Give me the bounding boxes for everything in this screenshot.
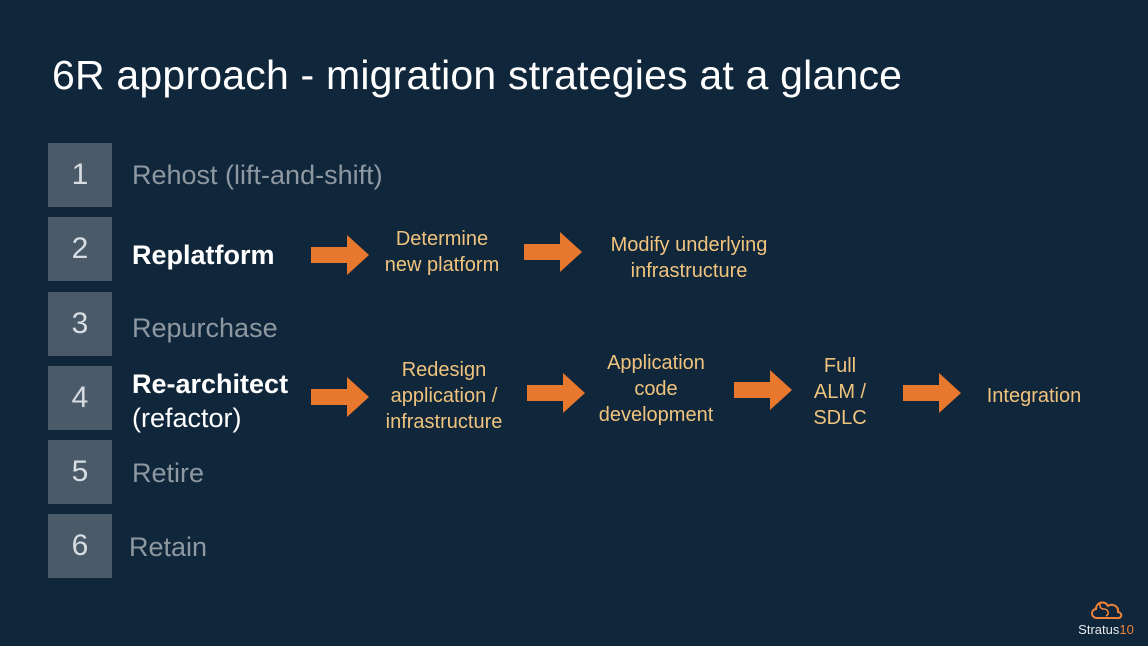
- rearchitect-step-line: infrastructure: [385, 411, 503, 433]
- strategy-number-1: 1: [48, 143, 112, 207]
- strategy-label-retain: Retain: [129, 532, 208, 562]
- flow-arrow-icon: [311, 377, 369, 417]
- logo-text-accent: 10: [1119, 622, 1134, 637]
- rearchitect-step-line: Application: [607, 352, 705, 374]
- rearchitect-step-line: Integration: [986, 385, 1082, 407]
- strategy-number-6: 6: [48, 514, 112, 578]
- rearchitect-step-1: Redesign application / infrastructure: [371, 357, 517, 435]
- rearchitect-step-line: Redesign: [401, 359, 487, 381]
- strategy-label-rearchitect: Re-architect (refactor): [132, 367, 288, 435]
- strategy-label-rearchitect-sub: (refactor): [132, 403, 242, 433]
- rearchitect-step-line: ALM /: [813, 381, 867, 403]
- strategy-label-retire: Retire: [132, 458, 205, 488]
- flow-arrow-icon: [734, 370, 792, 410]
- rearchitect-step-line: code: [634, 378, 678, 400]
- strategy-label-rearchitect-main: Re-architect: [132, 369, 289, 399]
- strategy-number-3: 3: [48, 292, 112, 356]
- rearchitect-step-4: Integration: [974, 383, 1094, 409]
- slide-title: 6R approach - migration strategies at a …: [52, 52, 903, 98]
- replatform-step-line: new platform: [384, 254, 500, 276]
- strategy-number-5: 5: [48, 440, 112, 504]
- strategy-label-rehost: Rehost (lift-and-shift): [132, 160, 383, 190]
- replatform-step-1: Determine new platform: [372, 226, 512, 278]
- replatform-step-line: Determine: [395, 228, 489, 250]
- logo-wordmark: Stratus10: [1070, 622, 1142, 637]
- flow-arrow-icon: [527, 373, 585, 413]
- strategy-number-4: 4: [48, 366, 112, 430]
- rearchitect-step-2: Application code development: [586, 350, 726, 428]
- stratus10-logo: Stratus10: [1070, 596, 1142, 642]
- replatform-step-line: Modify underlying: [610, 234, 768, 256]
- flow-arrow-icon: [524, 232, 582, 272]
- rearchitect-step-line: Full: [823, 355, 857, 377]
- flow-arrow-icon: [311, 235, 369, 275]
- strategy-label-replatform: Replatform: [132, 240, 275, 270]
- replatform-step-2: Modify underlying infrastructure: [594, 232, 784, 284]
- flow-arrow-icon: [903, 373, 961, 413]
- strategy-number-2: 2: [48, 217, 112, 281]
- cloud-logo-icon: [1091, 601, 1123, 620]
- rearchitect-step-line: SDLC: [813, 407, 867, 429]
- rearchitect-step-line: application /: [390, 385, 498, 407]
- replatform-step-line: infrastructure: [630, 260, 748, 282]
- logo-text-main: Stratus: [1078, 622, 1120, 637]
- strategy-label-repurchase: Repurchase: [132, 313, 278, 343]
- rearchitect-step-line: development: [598, 404, 714, 426]
